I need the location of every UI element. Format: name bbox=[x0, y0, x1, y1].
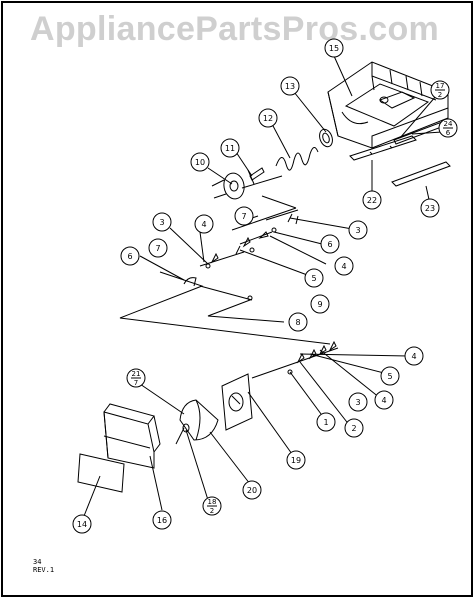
footer-page-number: 34 bbox=[33, 558, 42, 566]
callout-label-c7b: 7 bbox=[155, 244, 160, 253]
auger-motor-20 bbox=[175, 399, 219, 445]
callout-circle-c4a bbox=[194, 214, 214, 234]
callout-label-c5a: 5 bbox=[311, 274, 316, 283]
fraction-bottom-f17: 2 bbox=[438, 91, 442, 99]
motor-plate-19 bbox=[221, 373, 253, 431]
callout-circle-c11 bbox=[220, 138, 240, 158]
callout-label-c16: 16 bbox=[157, 516, 167, 525]
callout-label-c14: 14 bbox=[77, 520, 87, 529]
fraction-bottom-f24: 6 bbox=[446, 129, 451, 137]
callout-circle-c19 bbox=[286, 450, 306, 470]
diagram-footer: 34 REV.1 bbox=[33, 558, 54, 574]
callout-label-c4c: 4 bbox=[411, 352, 416, 361]
callout-circle-c3a bbox=[348, 220, 368, 240]
callout-circle-c4c bbox=[404, 346, 424, 366]
callout-circle-c5b bbox=[380, 366, 400, 386]
callout-label-c19: 19 bbox=[291, 456, 301, 465]
callout-label-c13: 13 bbox=[285, 82, 295, 91]
callout-circle-c12 bbox=[258, 108, 278, 128]
callout-label-c7a: 7 bbox=[241, 212, 246, 221]
callout-circle-c15 bbox=[324, 38, 344, 58]
callout-circle-c3c bbox=[348, 392, 368, 412]
callout-label-c3b: 3 bbox=[159, 218, 164, 227]
callout-label-c15: 15 bbox=[329, 44, 339, 53]
fraction-top-f17: 17 bbox=[436, 82, 445, 90]
callout-label-c22: 22 bbox=[367, 196, 377, 205]
callout-label-c4b: 4 bbox=[341, 262, 346, 271]
bracket-23 bbox=[391, 161, 451, 187]
callout-label-c8: 8 bbox=[295, 318, 300, 327]
watermark-logo: AppliancePartsPros.com bbox=[30, 10, 440, 48]
callout-label-c5b: 5 bbox=[387, 372, 392, 381]
callout-label-c23: 23 bbox=[425, 204, 435, 213]
footer-revision: REV.1 bbox=[33, 566, 55, 574]
callout-label-c4d: 4 bbox=[381, 396, 386, 405]
housing-16 bbox=[103, 403, 161, 469]
callout-circle-c23 bbox=[420, 198, 440, 218]
callout-label-c12: 12 bbox=[263, 114, 273, 123]
auger-spring-12 bbox=[275, 147, 319, 171]
callout-label-c1: 1 bbox=[323, 418, 328, 427]
callout-circle-c6b bbox=[120, 246, 140, 266]
fraction-top-f21: 21 bbox=[132, 370, 141, 378]
fraction-top-f24: 24 bbox=[444, 120, 453, 128]
callout-circle-c9 bbox=[310, 294, 330, 314]
callout-circle-c14 bbox=[72, 514, 92, 534]
callout-circle-c7a bbox=[234, 206, 254, 226]
callout-label-c3a: 3 bbox=[355, 226, 360, 235]
callout-circle-c4d bbox=[374, 390, 394, 410]
callout-circle-c13 bbox=[280, 76, 300, 96]
callout-label-c11: 11 bbox=[225, 144, 235, 153]
fraction-bottom-f21: 7 bbox=[134, 379, 138, 387]
callout-label-c2: 2 bbox=[351, 424, 356, 433]
fraction-top-f18: 18 bbox=[208, 498, 217, 506]
auger-coupling-13 bbox=[319, 128, 333, 148]
ice-bucket bbox=[327, 61, 449, 149]
drive-gear-10 bbox=[211, 172, 245, 200]
callout-circle-c10 bbox=[190, 152, 210, 172]
callout-circle-c22 bbox=[362, 190, 382, 210]
callout-circle-c20 bbox=[242, 480, 262, 500]
callout-label-c10: 10 bbox=[195, 158, 205, 167]
callout-circle-c7b bbox=[148, 238, 168, 258]
callout-circle-c4b bbox=[334, 256, 354, 276]
callout-label-c9: 9 bbox=[317, 300, 322, 309]
fraction-bottom-f18: 2 bbox=[210, 507, 214, 515]
callout-circle-c5a bbox=[304, 268, 324, 288]
callout-circle-c2 bbox=[344, 418, 364, 438]
callout-circle-c16 bbox=[152, 510, 172, 530]
bracket-22 bbox=[349, 135, 417, 161]
callout-label-c3c: 3 bbox=[355, 398, 360, 407]
callout-label-c4a: 4 bbox=[201, 220, 206, 229]
callout-circle-c6a bbox=[320, 234, 340, 254]
callout-label-c6b: 6 bbox=[127, 252, 132, 261]
callout-circle-c1 bbox=[316, 412, 336, 432]
cover-14 bbox=[77, 453, 125, 493]
callout-circle-c8 bbox=[288, 312, 308, 332]
callout-circle-c3b bbox=[152, 212, 172, 232]
callout-label-c20: 20 bbox=[247, 486, 257, 495]
callout-label-c6a: 6 bbox=[327, 240, 332, 249]
